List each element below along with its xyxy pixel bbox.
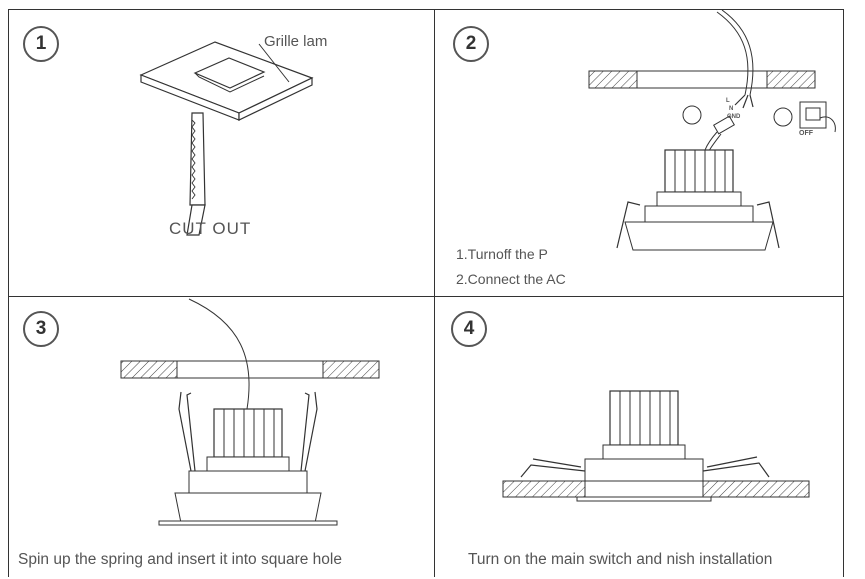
step-3-caption: Spin up the spring and insert it into sq… [18, 551, 342, 568]
cut-out-illustration [139, 41, 314, 236]
step-1-panel: 1 Grille lam CUT OUT [8, 9, 435, 297]
spring-insert-illustration [120, 298, 380, 526]
grille-lamp-label: Grille lam [264, 33, 328, 50]
step-2-instruction-1: 1.Turnoff the P [456, 246, 548, 262]
step-2-panel: 2 [434, 9, 844, 297]
step-2-badge: 2 [453, 26, 489, 62]
cut-out-label: CUT OUT [169, 219, 252, 238]
finished-installation-illustration [502, 390, 810, 502]
wire-n-label: N [729, 106, 734, 112]
switch-off-label: OFF [799, 130, 813, 137]
step-4-badge: 4 [451, 311, 487, 347]
step-1-badge: 1 [23, 26, 59, 62]
step-4-caption: Turn on the main switch and nish install… [468, 551, 773, 568]
installation-steps-grid: 1 Grille lam CUT OUT 2 [8, 9, 844, 577]
wire-l-label: L [726, 98, 730, 104]
step-4-panel: 4 T [434, 296, 844, 577]
step-3-panel: 3 [8, 296, 435, 577]
step-2-instruction-2: 2.Connect the AC [456, 271, 566, 287]
wire-gnd-label: GND [727, 114, 741, 120]
wiring-illustration [588, 10, 836, 251]
step-3-badge: 3 [23, 311, 59, 347]
